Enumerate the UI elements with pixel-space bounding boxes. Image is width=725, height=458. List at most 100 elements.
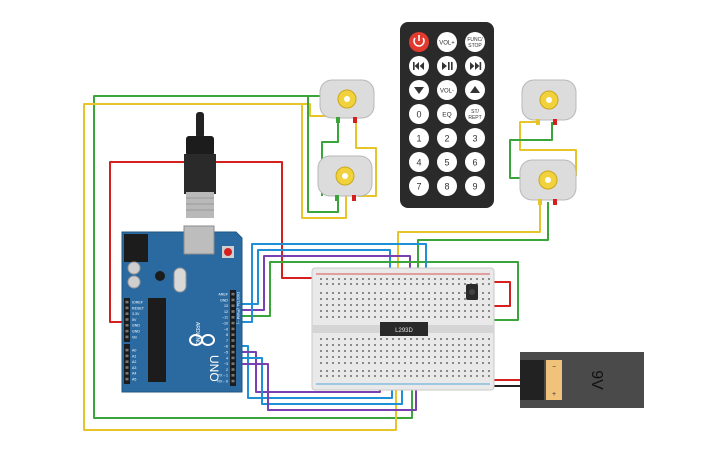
power-pin-label: Vin bbox=[132, 335, 137, 339]
digital-pin-label: ~11 bbox=[222, 316, 228, 320]
power-pin[interactable] bbox=[125, 324, 129, 327]
digital-pin-label: GND bbox=[220, 298, 228, 302]
wire-yellow-right-loop[interactable] bbox=[397, 202, 541, 300]
wire-yellow-left-loop[interactable] bbox=[83, 103, 397, 431]
analog-pin[interactable] bbox=[125, 360, 129, 363]
digital-pin-label: ~6 bbox=[224, 345, 228, 349]
battery-9v[interactable]: 9V − + bbox=[520, 352, 644, 408]
digital-pin[interactable] bbox=[231, 304, 235, 307]
digital-pin[interactable] bbox=[231, 374, 235, 377]
svg-text:+: + bbox=[552, 391, 556, 398]
dc-motor-bottom-left bbox=[317, 155, 373, 201]
analog-pin[interactable] bbox=[125, 377, 129, 381]
usb-port bbox=[183, 225, 215, 255]
chip-label: L293D bbox=[395, 328, 413, 334]
digital-pin[interactable] bbox=[231, 345, 235, 348]
digital-pin[interactable] bbox=[231, 310, 235, 313]
remote-vol-down-label: VOL- bbox=[440, 89, 454, 95]
remote-digit-4-label: 4 bbox=[416, 158, 421, 168]
remote-digit-5-button[interactable] bbox=[437, 152, 457, 172]
remote-power-button[interactable] bbox=[409, 32, 429, 52]
digital-pin-label: 8 bbox=[226, 333, 228, 337]
wire-blue-pin10[interactable] bbox=[236, 243, 427, 323]
analog-pin[interactable] bbox=[125, 372, 129, 375]
digital-pin[interactable] bbox=[231, 350, 235, 354]
analog-pin[interactable] bbox=[125, 354, 129, 358]
play-pause-icon bbox=[442, 62, 453, 70]
digital-pin-label: 13 bbox=[224, 304, 228, 308]
dc-motor-bottom-right bbox=[519, 159, 577, 205]
digital-pin[interactable] bbox=[231, 298, 235, 302]
analog-pin[interactable] bbox=[125, 348, 129, 352]
digital-pin[interactable] bbox=[231, 333, 235, 336]
power-icon bbox=[413, 35, 425, 47]
power-pin[interactable] bbox=[125, 300, 129, 304]
ir-receiver[interactable] bbox=[466, 284, 478, 300]
power-pin[interactable] bbox=[125, 329, 129, 333]
remote-digit-6-button[interactable] bbox=[465, 152, 485, 172]
wire-blue-pin13[interactable] bbox=[236, 249, 391, 305]
remote-digit-2-button[interactable] bbox=[437, 128, 457, 148]
power-pin-label: RESET bbox=[132, 306, 145, 310]
remote-st-rept-button[interactable] bbox=[465, 104, 485, 124]
digital-pin[interactable] bbox=[231, 292, 235, 296]
digital-pin[interactable] bbox=[231, 368, 235, 371]
remote-digit-1-button[interactable] bbox=[409, 128, 429, 148]
remote-digit-9-button[interactable] bbox=[465, 176, 485, 196]
wire-red-ir-vcc[interactable] bbox=[480, 281, 511, 307]
remote-zero-button[interactable] bbox=[409, 104, 429, 124]
wire-yellow-right-motors[interactable] bbox=[519, 121, 577, 176]
svg-text:−: − bbox=[552, 364, 556, 371]
digital-pin-label: AREF bbox=[218, 293, 228, 297]
remote-digit-6-label: 6 bbox=[472, 158, 477, 168]
digital-pin-label: 12 bbox=[224, 310, 228, 314]
digital-pin[interactable] bbox=[231, 316, 235, 319]
digital-pin[interactable] bbox=[231, 321, 235, 325]
power-jack bbox=[124, 234, 148, 262]
atmega-chip bbox=[148, 298, 166, 382]
analog-pin-label: A1 bbox=[132, 354, 136, 358]
remote-digit-7-button[interactable] bbox=[409, 176, 429, 196]
wire-green-pin11[interactable] bbox=[236, 261, 519, 321]
arduino-uno-board[interactable]: UNO ARDUINO DIGITAL (PWM ~) AREFGND1312~… bbox=[121, 112, 243, 393]
dc-motor-top-right bbox=[521, 79, 577, 125]
wire-green-left-motor2[interactable] bbox=[307, 96, 339, 213]
remote-digit-4-button[interactable] bbox=[409, 152, 429, 172]
uno-label: UNO bbox=[207, 355, 221, 382]
power-pin[interactable] bbox=[125, 335, 129, 339]
remote-digit-3-label: 3 bbox=[472, 134, 477, 144]
remote-digit-2-label: 2 bbox=[444, 134, 449, 144]
remote-digit-3-button[interactable] bbox=[465, 128, 485, 148]
power-pin-label: 5V bbox=[132, 318, 137, 322]
fast-forward-icon bbox=[470, 62, 482, 70]
power-pin[interactable] bbox=[125, 318, 129, 321]
digital-pin-label: TX→1 bbox=[218, 374, 228, 378]
remote-vol-down-button[interactable] bbox=[437, 80, 457, 100]
analog-pin[interactable] bbox=[125, 366, 129, 369]
remote-vol-up-button[interactable] bbox=[437, 32, 457, 52]
digital-pin[interactable] bbox=[231, 327, 235, 331]
digital-pin[interactable] bbox=[231, 339, 235, 342]
digital-pin-label: ~10 bbox=[222, 322, 228, 326]
power-pin-label: GND bbox=[132, 324, 140, 328]
power-pin[interactable] bbox=[125, 312, 129, 315]
remote-func-stop-button[interactable] bbox=[465, 32, 485, 52]
digital-pin[interactable] bbox=[231, 356, 235, 360]
remote-digit-8-button[interactable] bbox=[437, 176, 457, 196]
wire-green-right-motors[interactable] bbox=[509, 122, 553, 179]
remote-digit-5-label: 5 bbox=[444, 158, 449, 168]
digital-pin[interactable] bbox=[231, 362, 235, 365]
digital-pin[interactable] bbox=[231, 379, 235, 383]
wire-yellow-motor1-to-2[interactable] bbox=[355, 120, 377, 197]
power-pin[interactable] bbox=[125, 306, 129, 310]
ir-remote[interactable]: VOL+ FUNC/STOP VOL- bbox=[400, 22, 494, 208]
wire-green-left-loop[interactable] bbox=[93, 95, 413, 419]
power-pin-label: 3.3V bbox=[132, 312, 140, 316]
remote-eq-button[interactable] bbox=[437, 104, 457, 124]
remote-digit-7-label: 7 bbox=[416, 182, 421, 192]
battery-label: 9V bbox=[588, 370, 605, 390]
digital-pin-label: RX←0 bbox=[217, 380, 228, 384]
motor-driver-chip[interactable]: L293D bbox=[380, 322, 428, 336]
wire-yellow-left-motor2[interactable] bbox=[301, 104, 347, 219]
